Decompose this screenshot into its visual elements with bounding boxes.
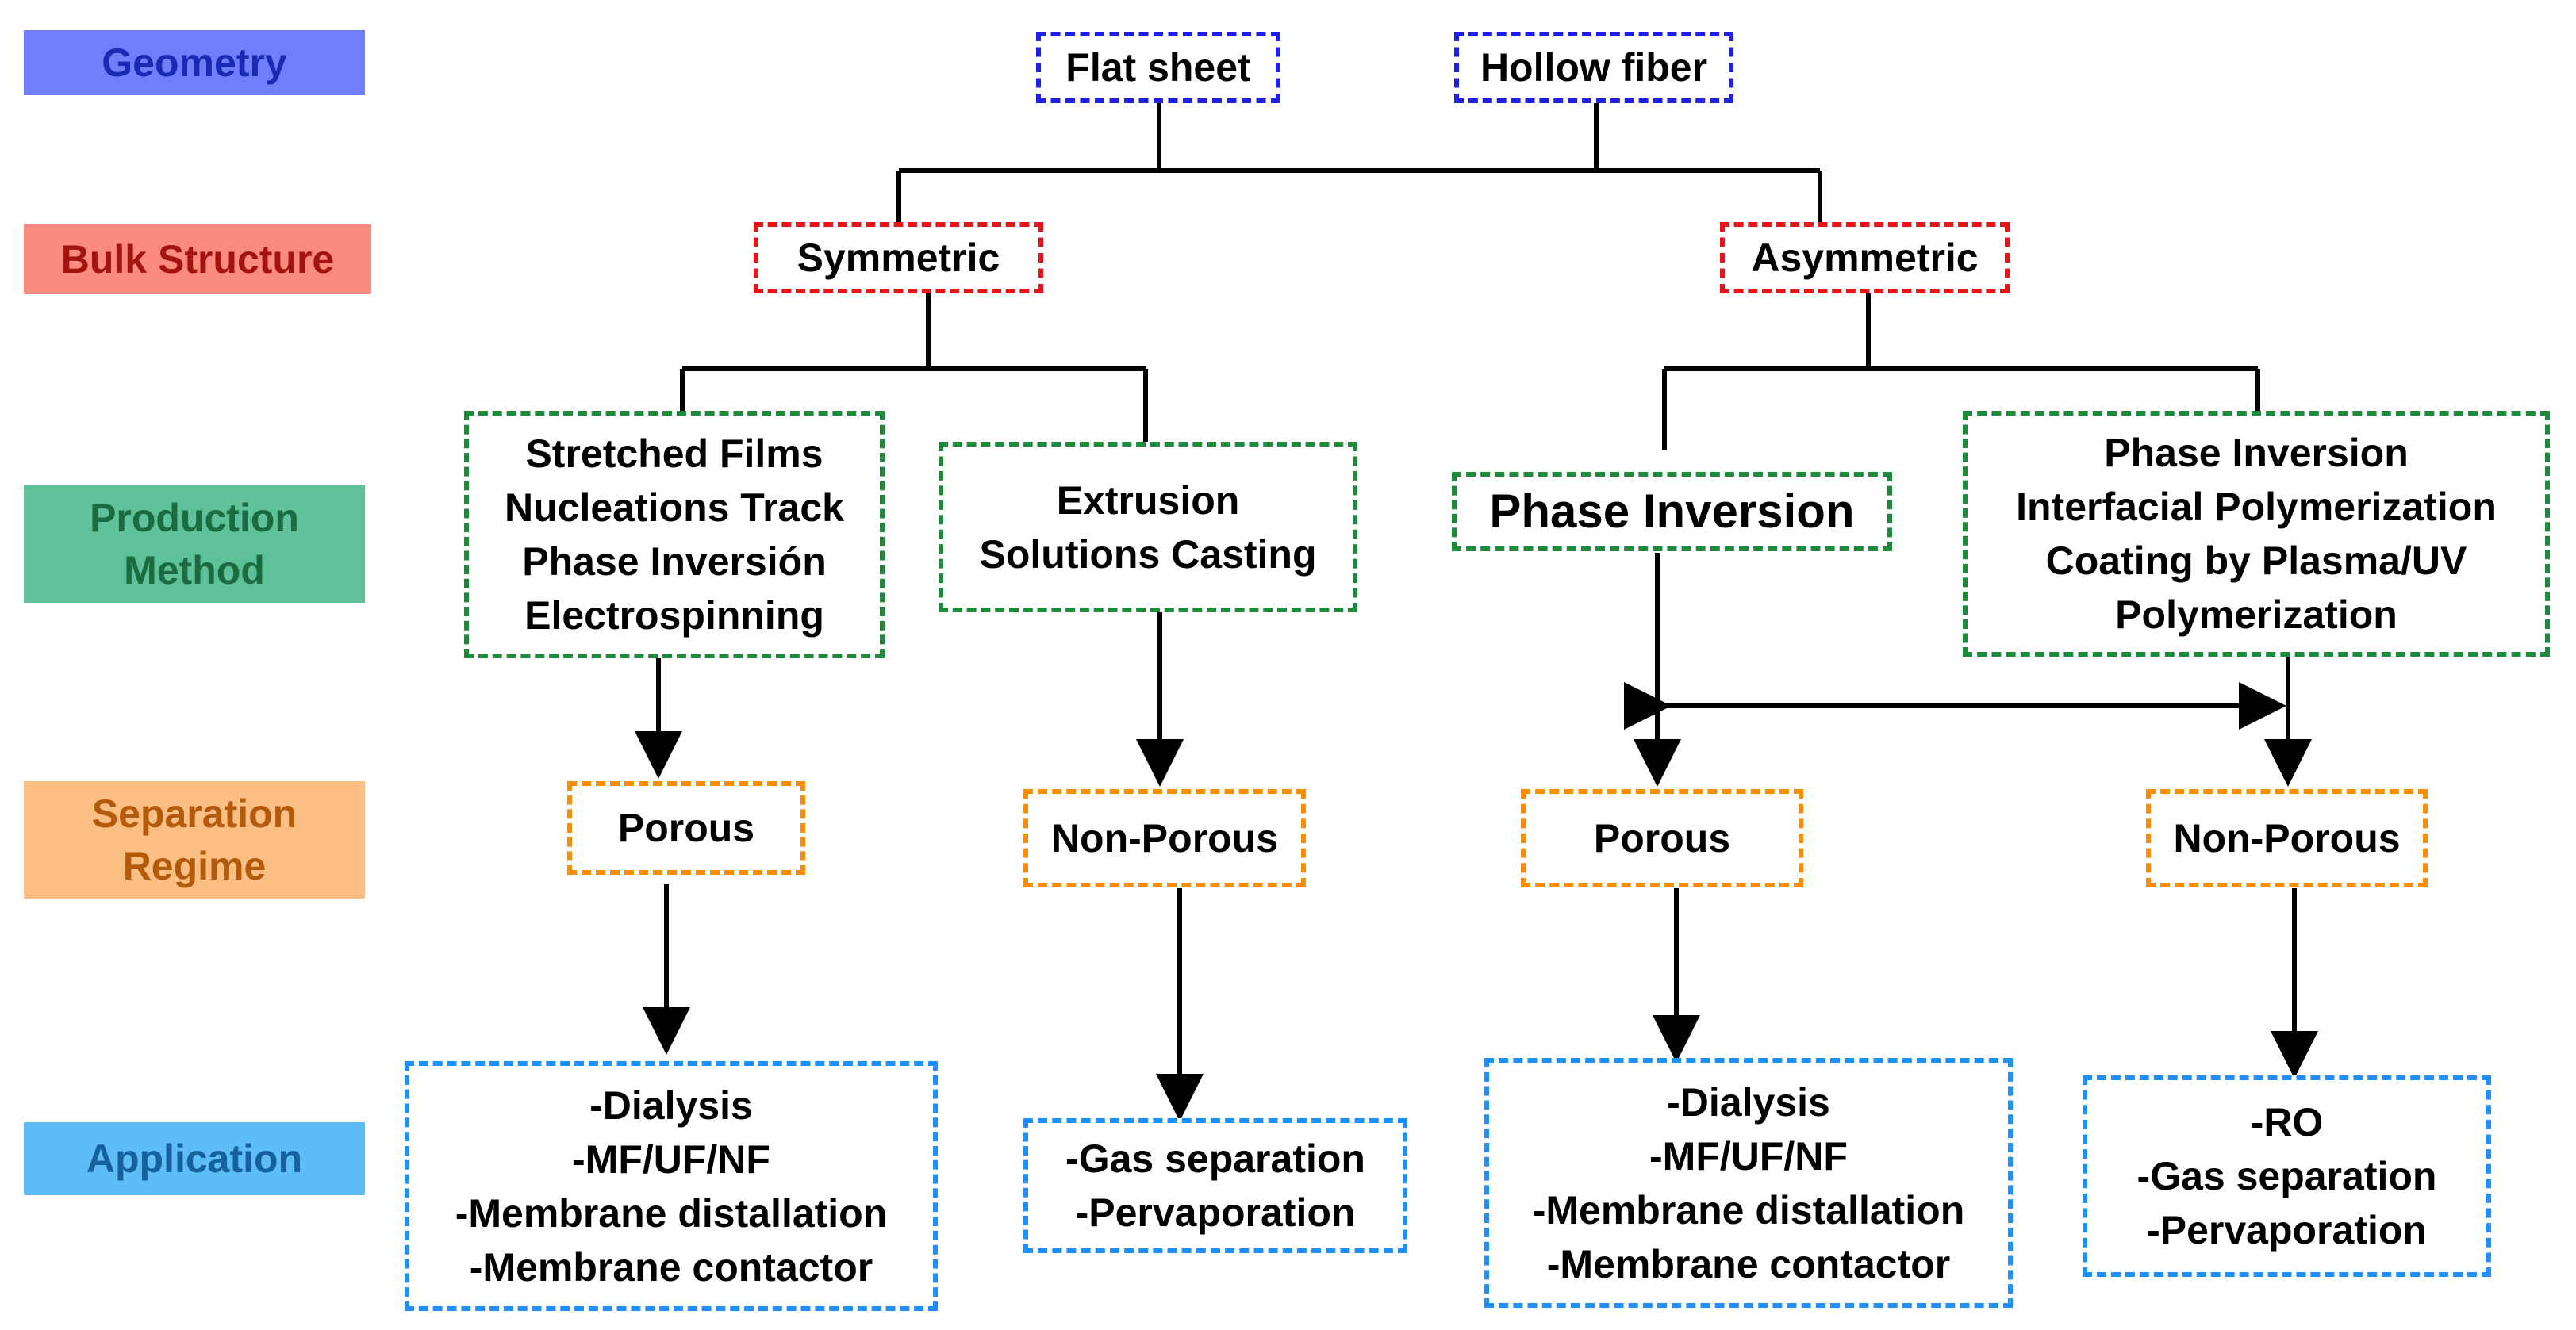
category-geometry: Geometry — [24, 30, 365, 95]
bulk-asymmetric: Asymmetric — [1720, 222, 2010, 293]
production-symmetric-a: Stretched Films Nucleations Track Phase … — [464, 411, 885, 658]
bulk-symmetric: Symmetric — [754, 222, 1043, 293]
application-asymmetric-porous: -Dialysis -MF/UF/NF -Membrane distallati… — [1484, 1058, 2013, 1308]
category-separation-regime: Separation Regime — [24, 781, 365, 899]
category-application: Application — [24, 1122, 365, 1195]
category-bulk-structure: Bulk Structure — [24, 224, 371, 294]
geometry-flat-sheet: Flat sheet — [1036, 32, 1280, 103]
application-symmetric-nonporous: -Gas separation -Pervaporation — [1023, 1118, 1407, 1253]
production-asymmetric-a: Phase Inversion — [1452, 472, 1892, 551]
separation-asymmetric-nonporous: Non-Porous — [2146, 789, 2428, 887]
geometry-hollow-fiber: Hollow fiber — [1454, 32, 1733, 103]
category-production-method: Production Method — [24, 485, 365, 603]
separation-symmetric-nonporous: Non-Porous — [1023, 789, 1306, 887]
application-asymmetric-nonporous: -RO -Gas separation -Pervaporation — [2083, 1075, 2491, 1277]
separation-asymmetric-porous: Porous — [1521, 789, 1803, 887]
separation-symmetric-porous: Porous — [567, 781, 805, 875]
application-symmetric-porous: -Dialysis -MF/UF/NF -Membrane distallati… — [405, 1061, 938, 1311]
production-asymmetric-b: Phase Inversion Interfacial Polymerizati… — [1963, 411, 2550, 657]
production-symmetric-b: Extrusion Solutions Casting — [939, 442, 1357, 612]
